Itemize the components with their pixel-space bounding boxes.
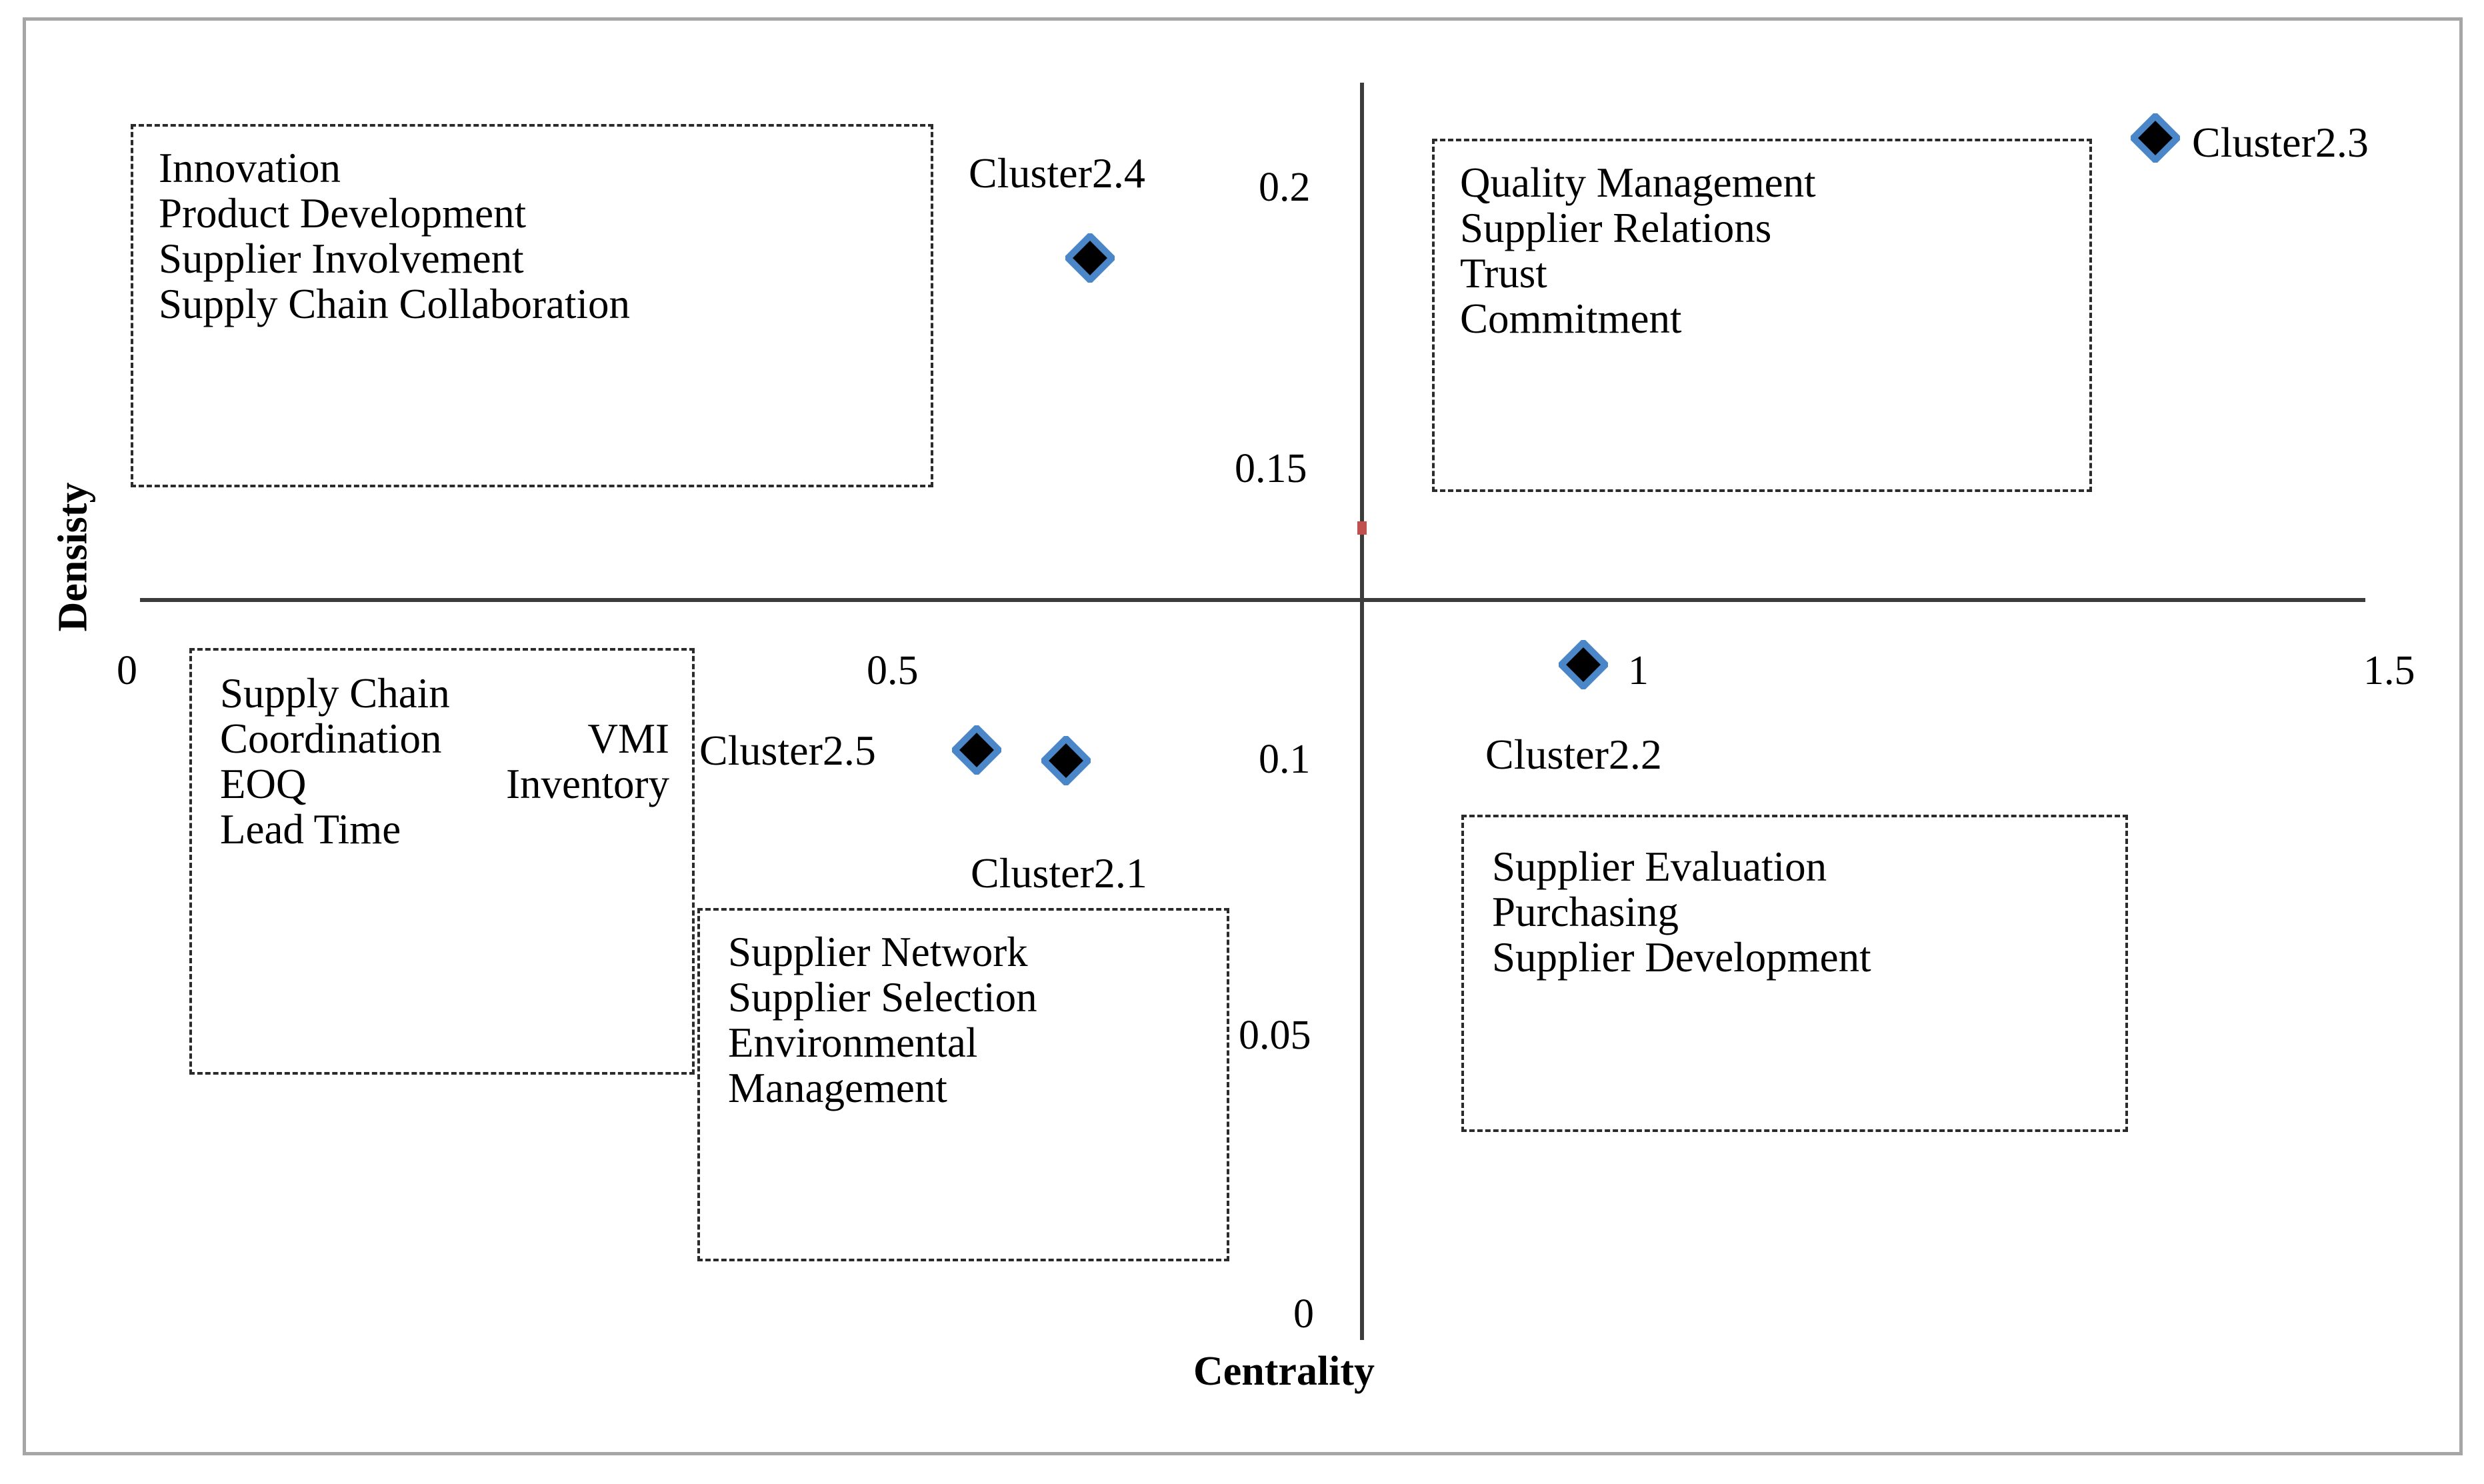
x-axis-title: Centrality xyxy=(1193,1349,1375,1394)
data-point-cluster-2-1[interactable] xyxy=(1041,736,1091,785)
cluster-label-2-4: Cluster2.4 xyxy=(969,149,1145,197)
keyword-line: Supply Chain Collaboration xyxy=(159,281,630,328)
data-point-cluster-2-3[interactable] xyxy=(2131,113,2180,163)
keyword-line: Supplier Development xyxy=(1492,934,1871,981)
keyword-line: Quality Management xyxy=(1460,159,1816,206)
keyword-term: EOQ xyxy=(220,761,307,808)
diamond-icon xyxy=(1065,233,1115,283)
keyword-line: Management xyxy=(728,1065,947,1112)
diamond-icon xyxy=(1559,640,1608,689)
keyword-line: Purchasing xyxy=(1492,889,1679,936)
keyword-line: Lead Time xyxy=(220,806,401,853)
keyword-line: Supply Chain xyxy=(220,670,450,717)
x-tick-1-5: 1.5 xyxy=(2363,648,2415,693)
keyword-line: Supplier Evaluation xyxy=(1492,843,1827,890)
keyword-line: Supplier Involvement xyxy=(159,235,524,283)
keyword-line: Innovation xyxy=(159,145,341,191)
horizontal-axis-line xyxy=(140,598,2365,602)
x-tick-1: 1 xyxy=(1628,648,1649,693)
keyword-term: Coordination xyxy=(220,715,442,763)
y-tick-0-2: 0.2 xyxy=(1259,165,1311,210)
figure-frame xyxy=(23,17,2463,1455)
keyword-line: Environmental xyxy=(728,1019,978,1067)
keyword-box-lower-left: Supply Chain Coordination VMI EOQ Invent… xyxy=(189,648,695,1075)
diamond-icon xyxy=(952,725,1001,775)
origin-tick-marker xyxy=(1357,521,1367,535)
data-point-cluster-2-2[interactable] xyxy=(1559,640,1608,689)
vertical-axis-line xyxy=(1360,83,1364,1340)
cluster-label-2-5: Cluster2.5 xyxy=(699,727,876,774)
cluster-label-2-2: Cluster2.2 xyxy=(1485,731,1662,778)
y-tick-0-1: 0.1 xyxy=(1259,737,1311,782)
data-point-cluster-2-5[interactable] xyxy=(952,725,1001,775)
keyword-line: Supplier Selection xyxy=(728,974,1037,1021)
keyword-line: Commitment xyxy=(1460,295,1682,343)
keyword-line: Product Development xyxy=(159,190,527,237)
diamond-icon xyxy=(2131,113,2180,163)
cluster-label-2-3: Cluster2.3 xyxy=(2192,119,2369,166)
cluster-label-2-1: Cluster2.1 xyxy=(971,849,1147,897)
keyword-box-upper-left: Innovation Product Development Supplier … xyxy=(131,124,933,487)
y-tick-0-05: 0.05 xyxy=(1239,1013,1311,1058)
y-axis-title: Densisty xyxy=(50,482,96,632)
keyword-term: Inventory xyxy=(506,761,669,808)
keyword-line-pair: Coordination VMI xyxy=(220,716,669,761)
keyword-line: Supplier Relations xyxy=(1460,205,1772,252)
keyword-box-lower-right: Supplier Evaluation Purchasing Supplier … xyxy=(1461,815,2128,1132)
keyword-line: Supplier Network xyxy=(728,929,1028,975)
data-point-cluster-2-4[interactable] xyxy=(1065,233,1115,283)
keyword-line-pair: EOQ Inventory xyxy=(220,761,669,807)
diamond-icon xyxy=(1041,736,1091,785)
keyword-term: VMI xyxy=(587,715,670,763)
x-tick-0-5: 0.5 xyxy=(867,648,919,693)
keyword-box-lower-middle: Supplier Network Supplier Selection Envi… xyxy=(697,908,1229,1261)
y-tick-0-15: 0.15 xyxy=(1235,446,1307,491)
keyword-line: Trust xyxy=(1460,250,1547,297)
x-tick-0: 0 xyxy=(117,648,137,693)
keyword-box-upper-right: Quality Management Supplier Relations Tr… xyxy=(1432,139,2092,492)
y-tick-0: 0 xyxy=(1293,1291,1314,1337)
